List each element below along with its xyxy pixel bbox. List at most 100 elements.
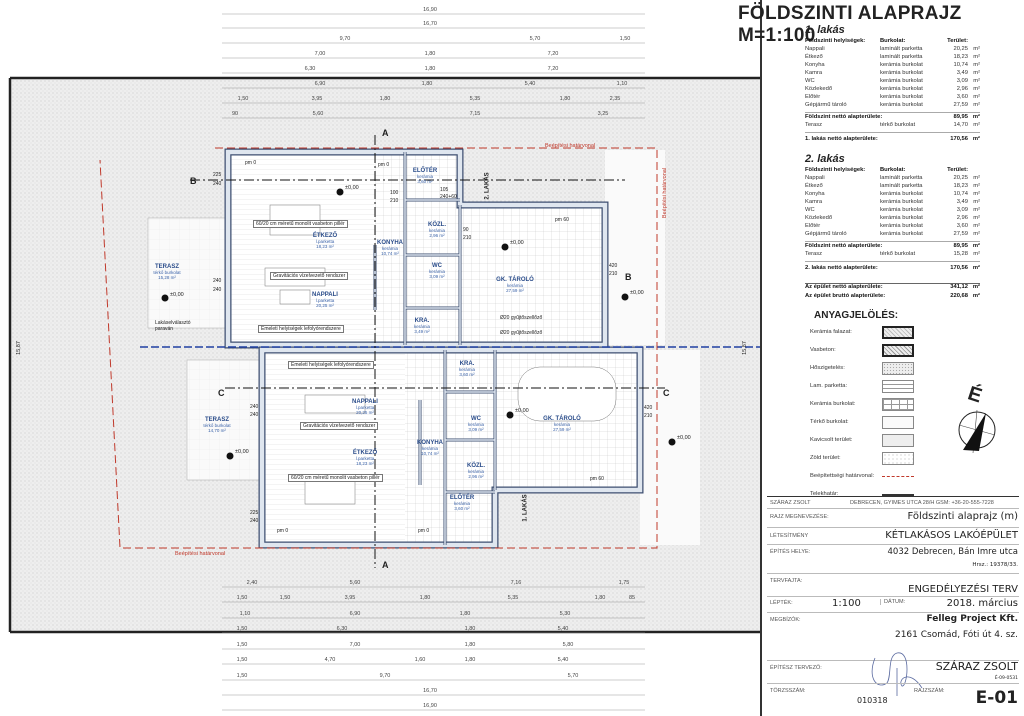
cell: m² bbox=[973, 223, 980, 229]
parapet-label: pm 0 bbox=[277, 528, 289, 534]
cell: 27,59 bbox=[953, 102, 968, 108]
dimension-label: 3,95 bbox=[344, 595, 356, 601]
room-floor: kerámia bbox=[467, 421, 485, 427]
legend-label: Térkő burkolat: bbox=[810, 419, 849, 425]
parapet-label: pm 60 bbox=[590, 476, 604, 482]
legend-swatch bbox=[882, 344, 914, 357]
dimension-label: 16,90 bbox=[423, 703, 437, 709]
upper-drain-note-2: Emeleti helyiségek lefolyórendszere bbox=[288, 361, 374, 369]
cell: 14,70 bbox=[953, 122, 968, 128]
dimension-label: 1,50 bbox=[237, 96, 249, 102]
room-name: KRA. bbox=[459, 361, 475, 367]
cell: Előtér bbox=[805, 94, 821, 100]
dimension-label: 9,70 bbox=[379, 673, 391, 679]
cell: 89,95 bbox=[953, 243, 968, 249]
room-name: ÉTKEZŐ bbox=[352, 450, 378, 456]
cell: Közlekedő bbox=[805, 86, 833, 92]
room-area: 3,09 m² bbox=[468, 426, 484, 432]
legend-label: Telekhatár: bbox=[810, 491, 839, 497]
room-name: NAPPALI bbox=[352, 399, 378, 405]
room-name: ELŐTÉR bbox=[412, 168, 438, 174]
cell: m² bbox=[973, 94, 980, 100]
level-label: ±0,00 bbox=[630, 290, 644, 296]
cell: kerámia burkolat bbox=[880, 231, 923, 237]
door-height: 210 bbox=[463, 235, 472, 241]
unit2-entry-label: 2. LAKÁS bbox=[484, 172, 491, 200]
dimension-label: 4,70 bbox=[324, 657, 336, 663]
vent-note-1: Ø20 gyűjtőszellőző bbox=[500, 315, 543, 321]
room-area: 3,60 m² bbox=[454, 505, 470, 511]
plot-boundary bbox=[8, 76, 760, 634]
buildable-boundary bbox=[99, 147, 658, 549]
screen-note: Lakáselválasztó paraván bbox=[155, 320, 191, 332]
dimension-label: 1,80 bbox=[559, 96, 571, 102]
cell: kerámia burkolat bbox=[880, 78, 923, 84]
location-label: ÉPÍTÉS HELYE: bbox=[770, 549, 811, 555]
designer-address: DEBRECEN, GYIMES UTCA 28/H GSM: +36-20-5… bbox=[850, 500, 994, 506]
cell: m² bbox=[973, 102, 980, 108]
terrace-unit1 bbox=[147, 217, 229, 329]
legend-label: Kerámia burkolat: bbox=[810, 401, 856, 407]
cell: m² bbox=[973, 251, 980, 257]
legend-swatch bbox=[882, 398, 914, 411]
dimension-label: 85 bbox=[628, 595, 636, 601]
room-floor: kerámia bbox=[458, 366, 476, 372]
cell: m² bbox=[973, 62, 980, 68]
dimension-label: 7,15 bbox=[469, 111, 481, 117]
room-floor: kerámia bbox=[413, 323, 431, 329]
cell: térkő burkolat bbox=[880, 122, 916, 128]
unit: m² bbox=[972, 284, 980, 290]
window-size: 240 bbox=[250, 518, 259, 524]
room-floor: térkő burkolat bbox=[203, 422, 231, 428]
drawing-number: E-01 bbox=[975, 688, 1018, 708]
value: 220,68 bbox=[950, 293, 968, 299]
cell: 170,56 bbox=[950, 136, 968, 142]
door-width: 90 bbox=[463, 227, 469, 233]
cell: laminált parketta bbox=[880, 54, 923, 60]
dimension-label: 1,80 bbox=[594, 595, 606, 601]
facility-label: LÉTESÍTMÉNY bbox=[770, 533, 809, 539]
cell: Nappali bbox=[805, 175, 825, 181]
drawing-title: FÖLDSZINTI ALAPRAJZ M=1:100 bbox=[738, 3, 962, 46]
dimension-label: 3,95 bbox=[311, 96, 323, 102]
window-size: 240 bbox=[250, 404, 259, 410]
cell: m² bbox=[973, 175, 980, 181]
cell: 2. lakás nettó alapterülete: bbox=[805, 265, 878, 271]
unit-heading: 1. lakás bbox=[805, 24, 845, 36]
cell: m² bbox=[972, 243, 980, 249]
room-floor: kerámia bbox=[467, 468, 484, 474]
drawing-no-label: RAJZSZÁM: bbox=[914, 688, 945, 694]
boundary-label-bottom: Beépítési határvonal bbox=[175, 551, 226, 557]
dimension-label: 5,30 bbox=[559, 611, 571, 617]
dimension-label: 1,80 bbox=[464, 626, 476, 632]
cell: 10,74 bbox=[953, 191, 968, 197]
cell: m² bbox=[972, 136, 980, 142]
room-floor: kerámia bbox=[428, 268, 446, 274]
cell: kerámia burkolat bbox=[880, 102, 923, 108]
cell: Terasz bbox=[805, 122, 823, 128]
dimension-label: 9,70 bbox=[339, 36, 351, 42]
cell: WC bbox=[805, 78, 815, 84]
dimension-label: 6,30 bbox=[336, 626, 348, 632]
dimension-label: 5,70 bbox=[529, 36, 541, 42]
cell: 2,96 bbox=[956, 86, 968, 92]
cell: 20,25 bbox=[953, 46, 968, 52]
cell: kerámia burkolat bbox=[880, 215, 923, 221]
cell: m² bbox=[973, 54, 980, 60]
level-label: ±0,00 bbox=[170, 292, 184, 298]
dimension-label: 16,70 bbox=[423, 688, 437, 694]
dimension-label: 5,70 bbox=[567, 673, 579, 679]
cell: 3,09 bbox=[956, 78, 968, 84]
dimension-label: 1,50 bbox=[236, 626, 248, 632]
dimension-lines bbox=[222, 13, 645, 711]
legend-swatch bbox=[882, 416, 914, 429]
